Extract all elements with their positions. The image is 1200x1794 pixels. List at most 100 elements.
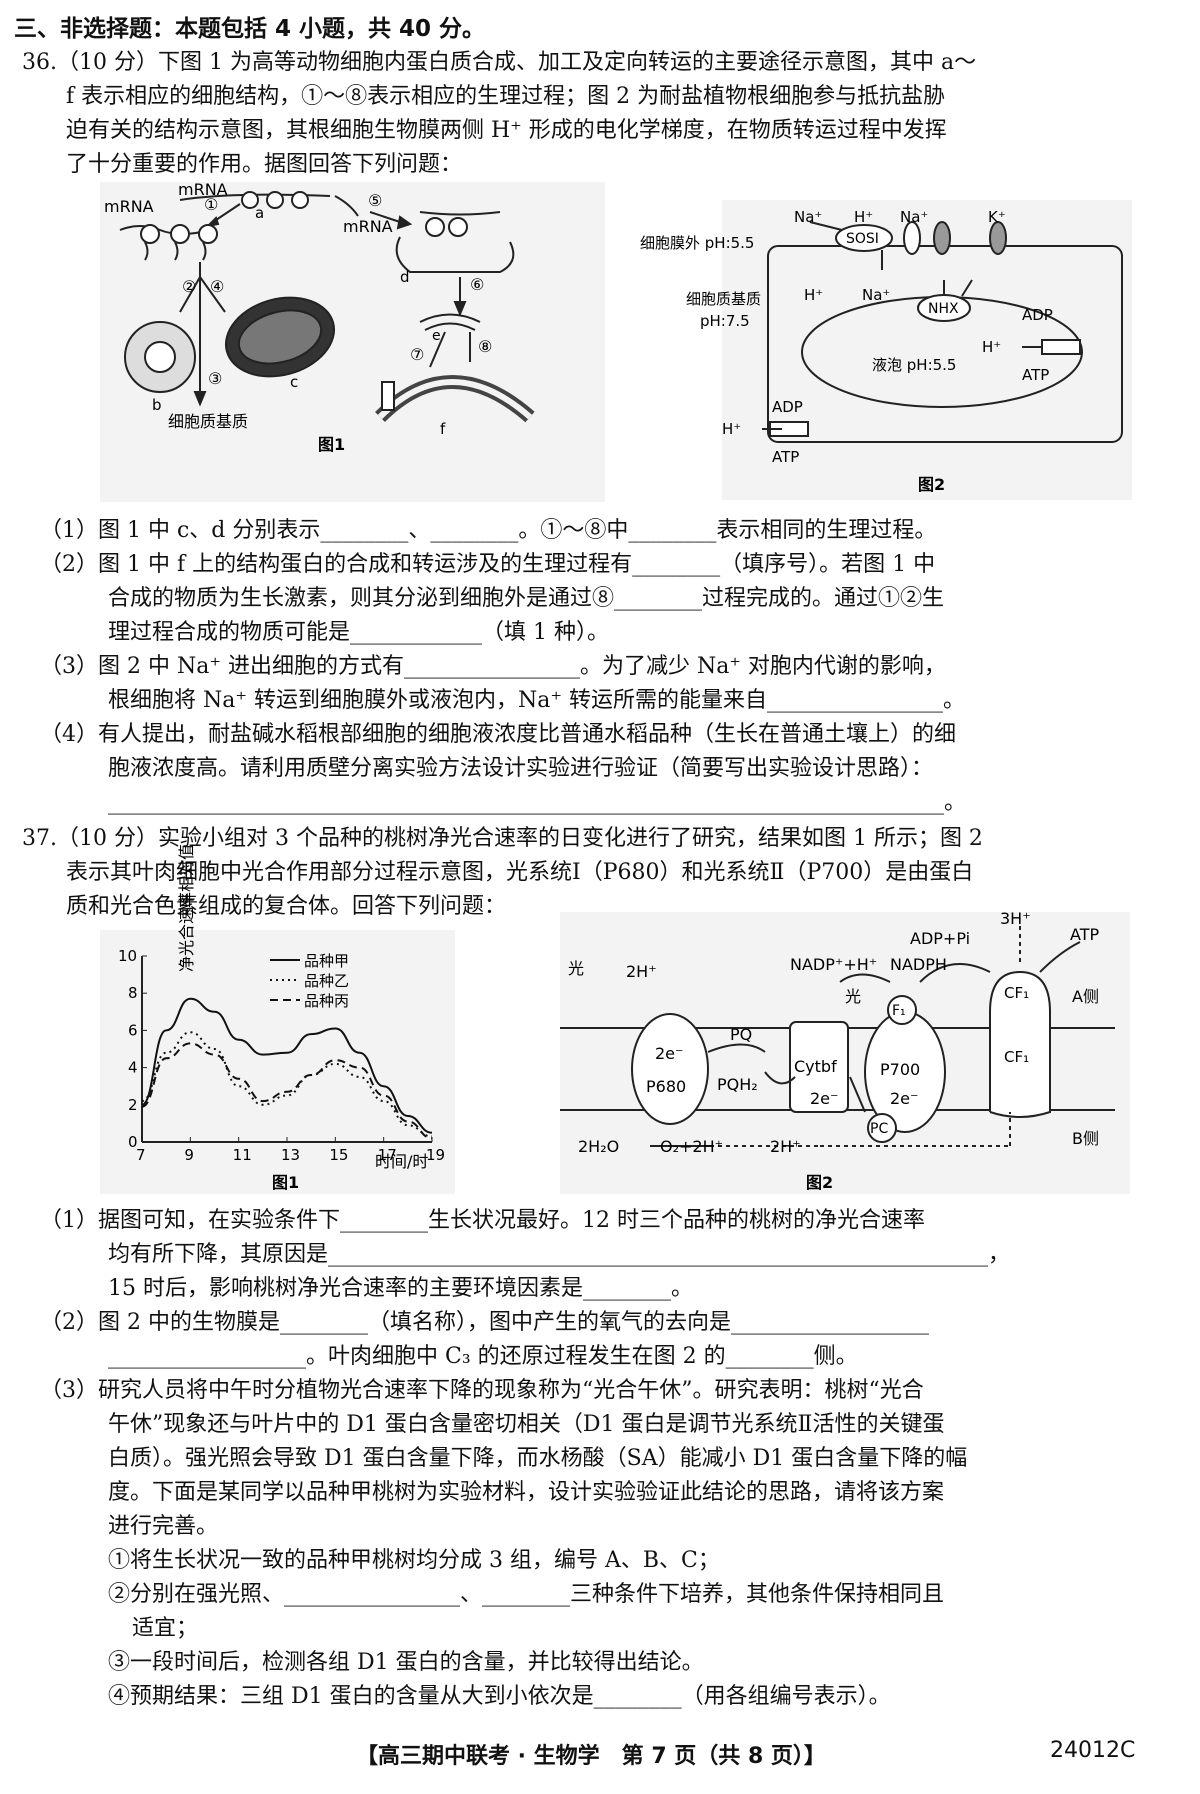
chart-caption: 图1 [272,1173,299,1192]
q37-step-3: ③一段时间后，检测各组 D1 蛋白的含量，并比较得出结论。 [108,1650,704,1675]
chart-x-tick-label: 17 [378,1146,397,1164]
fig2b-bside: B侧 [1072,1129,1099,1148]
chart-series-line-1 [141,997,433,1134]
fig2b-cf1b: CF₁ [1004,1048,1029,1066]
fig1-mrna-left: mRNA [104,197,154,216]
fig2-nhx: NHX [928,301,959,317]
fig2b-cytbf: Cytbf [794,1057,837,1076]
q36-q3-1: （3）图 2 中 Na⁺ 进出细胞的方式有________________。为了… [40,654,946,679]
q37-q2-2: __________________。叶肉细胞中 C₃ 的还原过程发生在图 2 … [108,1344,858,1369]
fig2b-h2b: 2H⁺ [770,1137,801,1156]
fig2b-f1: F₁ [892,1003,906,1019]
fig1-d: d [400,268,410,286]
q37-q1-2: 均有所下降，其原因是______________________________… [108,1242,1011,1267]
chart-y-tick-label: 6 [128,1021,138,1039]
chart-y-tick-label: 10 [118,947,137,965]
section-heading: 三、非选择题：本题包括 4 小题，共 40 分。 [14,16,486,42]
q36-intro-2: f 表示相应的细胞结构，①～⑧表示相应的生理过程；图 2 为耐盐植物根细胞参与抵… [66,84,946,109]
fig2b-e3: 2e⁻ [890,1089,918,1108]
fig2-na1: Na⁺ [794,208,822,226]
q37-q1-3: 15 时后，影响桃树净光合速率的主要环境因素是________。 [108,1276,693,1301]
q37-q3-3: 白质）。强光照会导致 D1 蛋白含量下降，而水杨酸（SA）能减小 D1 蛋白含量… [108,1446,968,1471]
chart-x-tick-label: 9 [184,1146,194,1164]
q37-q3-2: 午休”现象还与叶片中的 D1 蛋白含量密切相关（D1 蛋白是调节光系统Ⅱ活性的关… [108,1412,945,1437]
q37-step-2b: 适宜； [132,1616,199,1641]
fig2-h2: H⁺ [804,286,823,304]
chart-x-tick-label: 7 [136,1146,146,1164]
fig1-mrna-right: mRNA [343,217,393,236]
chart-legend-label: 品种甲 [304,952,349,970]
fig2b-nadp: NADP⁺+H⁺ [790,955,877,974]
fig1-p4: ④ [210,277,224,296]
chart-x-tick-label: 11 [233,1146,252,1164]
q37-step-2: ②分别在强光照、________________、________三种条件下培养… [108,1582,945,1607]
fig2-sosi: SOSI [846,231,879,247]
q36-q4-3: ________________________________________… [108,790,967,815]
chart-y-tick-label: 8 [128,984,138,1002]
fig2-adp2: ADP [772,398,803,416]
fig2b-p680: P680 [646,1077,686,1096]
chart-legend-label: 品种丙 [304,992,349,1010]
q37-q1-1: （1）据图可知，在实验条件下________生长状况最好。12 时三个品种的桃树… [40,1208,925,1233]
fig2b-p700: P700 [880,1060,920,1079]
q36-figure-2: Na⁺ H⁺ Na⁺ K⁺ 细胞膜外 pH:5.5 SOSI 细胞质基质 pH:… [640,200,1132,500]
q37-q3-4: 度。下面是某同学以品种甲桃树为实验材料，设计实验验证此结论的思路，请将该方案 [108,1480,945,1505]
fig2-adp1: ADP [1022,306,1053,324]
chart-legend-label: 品种乙 [304,972,349,990]
fig2b-nadph: NADPH [890,955,947,974]
q36-q4-1: （4）有人提出，耐盐碱水稻根部细胞的细胞液浓度比普通水稻品种（生长在普通土壤上）… [40,722,957,747]
fig2-na3: Na⁺ [862,286,890,304]
chart-x-tick-label: 19 [426,1146,445,1164]
q37-intro-3: 质和光合色素组成的复合体。回答下列问题： [66,894,507,919]
q37-q3-1: （3）研究人员将中午时分植物光合速率下降的现象称为“光合午休”。研究表明：桃树“… [40,1378,924,1403]
fig2b-aside: A侧 [1072,987,1099,1006]
fig2-matrix: 细胞质基质 [686,290,761,308]
q36-q3-2: 根细胞将 Na⁺ 转运到细胞膜外或液泡内，Na⁺ 转运所需的能量来自______… [108,688,965,713]
fig2b-pq: PQ [730,1025,752,1044]
fig2b-h2: 2H⁺ [626,962,657,981]
q37-q3-5: 进行完善。 [108,1514,219,1539]
fig1-f: f [440,420,446,438]
q36-q1: （1）图 1 中 c、d 分别表示________、________。①～⑧中_… [40,518,937,543]
fig2-vacuole: 液泡 pH:5.5 [872,356,956,374]
fig2b-caption: 图2 [806,1173,833,1192]
fig2b-cf1a: CF₁ [1004,984,1029,1002]
q36-intro-1: 36.（10 分）下图 1 为高等动物细胞内蛋白质合成、加工及定向转运的主要途径… [22,50,977,75]
fig1-p5: ⑤ [368,191,382,210]
fig2-atp1: ATP [1022,366,1049,384]
fig2b-atp: ATP [1070,925,1099,944]
chart-ylabel: 净光合速率相对值 [177,844,196,972]
fig1-b: b [152,396,162,414]
chart-y-tick-label: 2 [128,1096,138,1114]
q37-q2-1: （2）图 2 中的生物膜是________（填名称），图中产生的氧气的去向是__… [40,1310,929,1335]
chart-y-tick-label: 4 [128,1059,138,1077]
fig1-e: e [432,328,441,344]
fig2-k1: K⁺ [988,208,1006,226]
q36-q2-3: 理过程合成的物质可能是____________（填 1 种）。 [108,620,609,645]
fig2-h4: H⁺ [722,420,741,438]
fig2-na2: Na⁺ [900,208,928,226]
fig2b-pqh2: PQH₂ [717,1075,758,1094]
fig1-matrix: 细胞质基质 [168,412,248,431]
fig1-p8: ⑧ [478,337,492,356]
fig2b-light2: 光 [845,987,861,1006]
q37-figure-2: 光 2H⁺ 2e⁻ P680 PQ PQH₂ Cytbf 2e⁻ 光 F₁ P7… [560,909,1130,1194]
fig1-mrna-top: mRNA [178,180,228,199]
q36-intro-4: 了十分重要的作用。据图回答下列问题： [66,152,463,177]
chart-y-tick-label: 0 [128,1133,138,1151]
chart-series-line-2 [141,1031,433,1138]
chart-x-tick-label: 13 [281,1146,300,1164]
fig1-p3: ③ [208,369,222,388]
chart-x-tick-label: 15 [329,1146,348,1164]
chart-series-line-3 [141,1042,433,1140]
fig2b-e2: 2e⁻ [810,1089,838,1108]
q37-step-4: ④预期结果：三组 D1 蛋白的含量从大到小依次是________（用各组编号表示… [108,1684,891,1709]
q36-q2-1: （2）图 1 中 f 上的结构蛋白的合成和转运涉及的生理过程有________（… [40,552,936,577]
q36-q2-2: 合成的物质为生长激素，则其分泌到细胞外是通过⑧________过程完成的。通过①… [108,586,945,611]
q36-intro-3: 迫有关的结构示意图，其根细胞生物膜两侧 H⁺ 形成的电化学梯度，在物质转运过程中… [66,118,947,143]
footer-title: 【高三期中联考 · 生物学 第 7 页（共 8 页）】 [356,1744,826,1769]
fig1-p2: ② [182,277,196,296]
fig2b-o2: O₂+2H⁺ [660,1137,723,1156]
fig2-caption: 图2 [918,475,945,494]
